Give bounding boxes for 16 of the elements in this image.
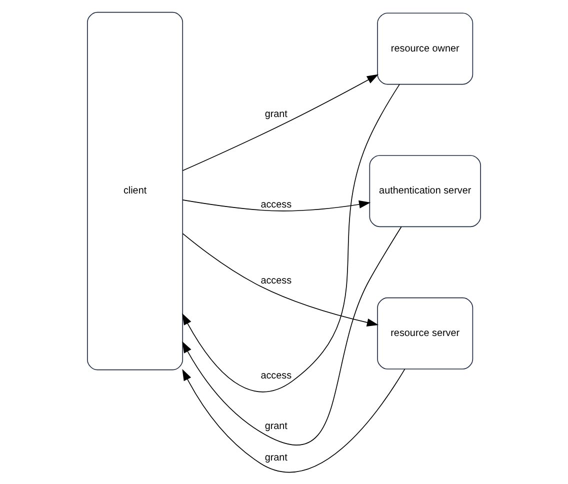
edge-label: access — [260, 198, 292, 210]
arrow — [182, 368, 406, 472]
arrow — [182, 232, 379, 326]
arrow — [182, 226, 402, 446]
node-box: client — [87, 11, 184, 370]
node-box: authentication server — [369, 154, 481, 227]
arrow — [182, 74, 379, 171]
node-box: resource server — [377, 296, 474, 369]
edge-label: access — [260, 370, 292, 382]
arrow — [182, 84, 400, 392]
arrow — [182, 199, 371, 211]
edge-label: grant — [264, 420, 288, 432]
edge-label: grant — [264, 452, 288, 464]
edge-label: grant — [264, 108, 288, 120]
node-box: resource owner — [377, 12, 474, 84]
edge-label: access — [260, 274, 292, 286]
